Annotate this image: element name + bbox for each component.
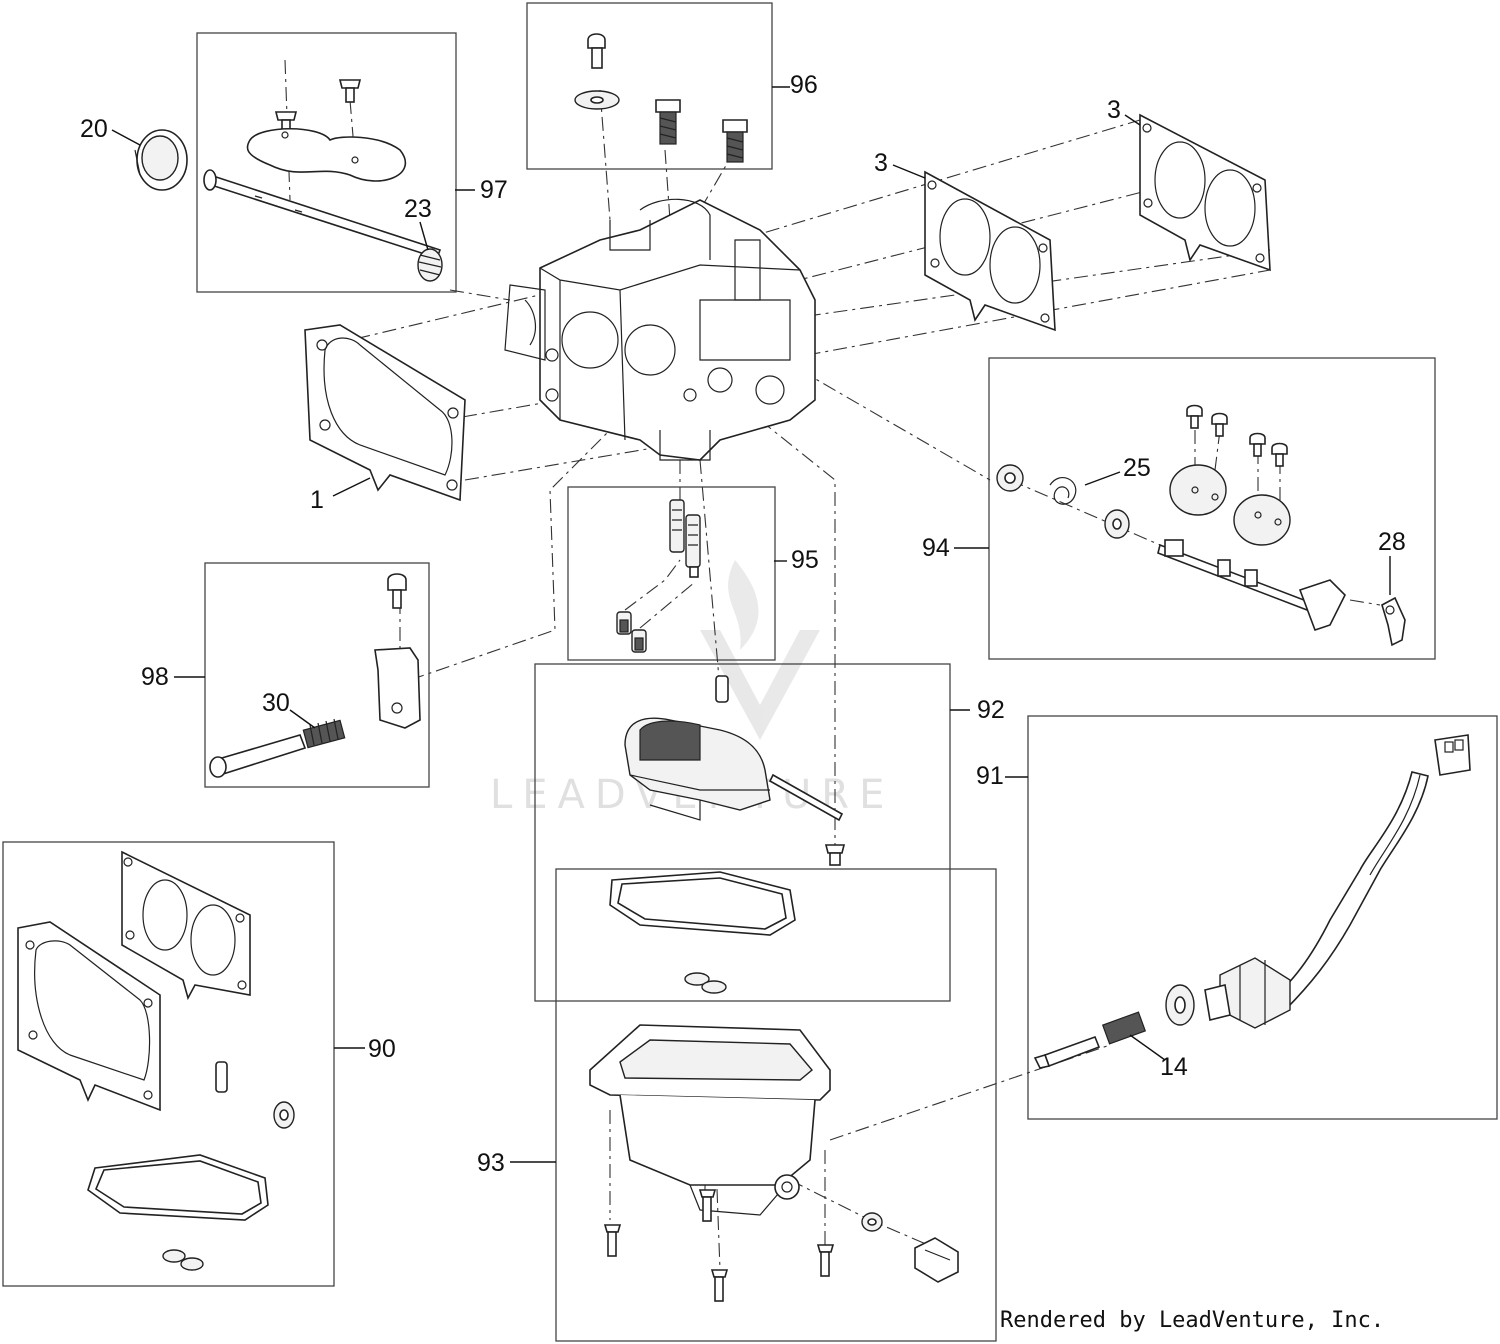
callout-94: 94 <box>922 534 950 562</box>
callout-28: 28 <box>1378 528 1406 556</box>
kit-box-96 <box>526 2 773 170</box>
callout-93: 93 <box>477 1149 505 1177</box>
gasket-kit-90 <box>17 850 295 1271</box>
gasket-3a <box>924 170 1056 332</box>
callout-1: 1 <box>310 486 324 514</box>
spring-14 <box>1033 1011 1147 1069</box>
cap-20 <box>134 129 188 191</box>
carburetor-body <box>504 198 816 461</box>
kit-box-95 <box>567 486 776 661</box>
adjust-kit-98 <box>209 573 421 778</box>
callout-14: 14 <box>1160 1053 1188 1081</box>
render-credit: Rendered by LeadVenture, Inc. <box>1000 1308 1385 1333</box>
leader-lines <box>111 86 1391 1163</box>
link-28 <box>1381 596 1406 647</box>
callout-92: 92 <box>977 696 1005 724</box>
callout-labels: 20 97 23 96 3 3 1 25 94 28 95 98 30 92 9… <box>80 71 1406 1177</box>
kit-box-90 <box>2 841 335 1287</box>
callout-91: 91 <box>976 762 1004 790</box>
callout-95: 95 <box>791 546 819 574</box>
callout-96: 96 <box>790 71 818 99</box>
kit-box-97 <box>196 32 457 293</box>
throttle-kit-94 <box>996 404 1346 632</box>
choke-shaft-kit-97 <box>203 79 442 259</box>
jet-kit-96 <box>574 33 748 163</box>
kit-box-94 <box>988 357 1436 660</box>
callout-98: 98 <box>141 663 169 691</box>
spring-23 <box>417 248 443 282</box>
callout-3b: 3 <box>1107 96 1121 124</box>
float-kit-92 <box>609 675 846 994</box>
callout-25: 25 <box>1123 454 1151 482</box>
gasket-1 <box>304 324 466 502</box>
kit-box-93 <box>555 868 997 1342</box>
callout-90: 90 <box>368 1035 396 1063</box>
emulsion-kit-95 <box>616 499 701 653</box>
kit-box-92 <box>534 663 951 1002</box>
callout-30: 30 <box>262 689 290 717</box>
kit-box-91 <box>1027 715 1498 1120</box>
callout-23: 23 <box>404 195 432 223</box>
callout-3a: 3 <box>874 149 888 177</box>
kit-box-98 <box>204 562 430 788</box>
fuel-solenoid-kit-91 <box>1165 734 1471 1029</box>
gasket-3b <box>1139 113 1271 272</box>
callout-97: 97 <box>480 176 508 204</box>
float-bowl-kit-93 <box>589 1024 959 1302</box>
callout-20: 20 <box>80 115 108 143</box>
